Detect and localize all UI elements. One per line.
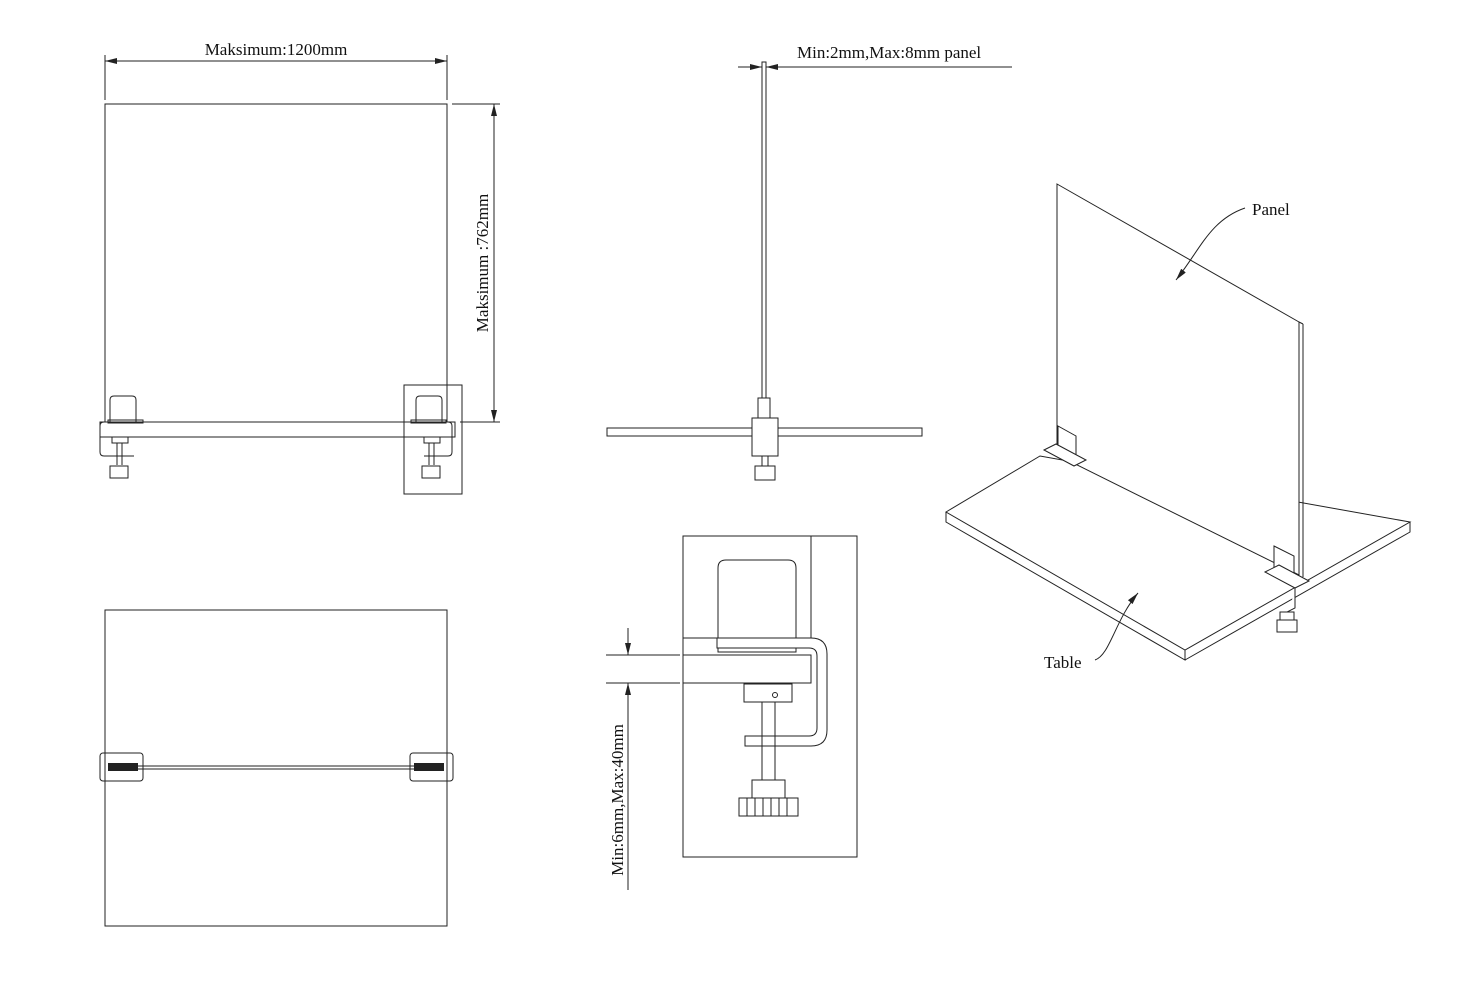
side-view: Min:2mm,Max:8mm panel (606, 43, 1012, 481)
top-view (99, 609, 454, 927)
front-view: Maksimum:1200mm Maksimum :762mm (99, 40, 500, 495)
table-thickness-label: Min:6mm,Max:40mm (608, 724, 627, 876)
table-leader (1094, 592, 1139, 661)
detail-callout-box (403, 384, 463, 495)
table-label: Table (1044, 653, 1082, 672)
clamp-left (99, 395, 144, 479)
isometric-view: Panel Table (945, 183, 1412, 672)
height-dimension-label: Maksimum :762mm (473, 194, 492, 332)
clamp-side (751, 417, 779, 457)
clamp-back (1042, 425, 1088, 467)
clamp-right (410, 395, 453, 479)
panel-leader (1175, 207, 1246, 281)
panel-label: Panel (1252, 200, 1290, 219)
table-thickness-section (682, 654, 812, 684)
clamp-front (1263, 545, 1311, 633)
table-edge (99, 421, 456, 438)
panel-edge (761, 61, 767, 401)
width-dimension-label: Maksimum:1200mm (205, 40, 348, 59)
panel-top (114, 765, 441, 770)
panel-3d (1056, 183, 1300, 576)
knob (738, 797, 799, 817)
clamp-detail-view: Min:6mm,Max:40mm (606, 535, 858, 890)
panel-outline (104, 103, 448, 423)
panel-thickness-label: Min:2mm,Max:8mm panel (797, 43, 981, 62)
